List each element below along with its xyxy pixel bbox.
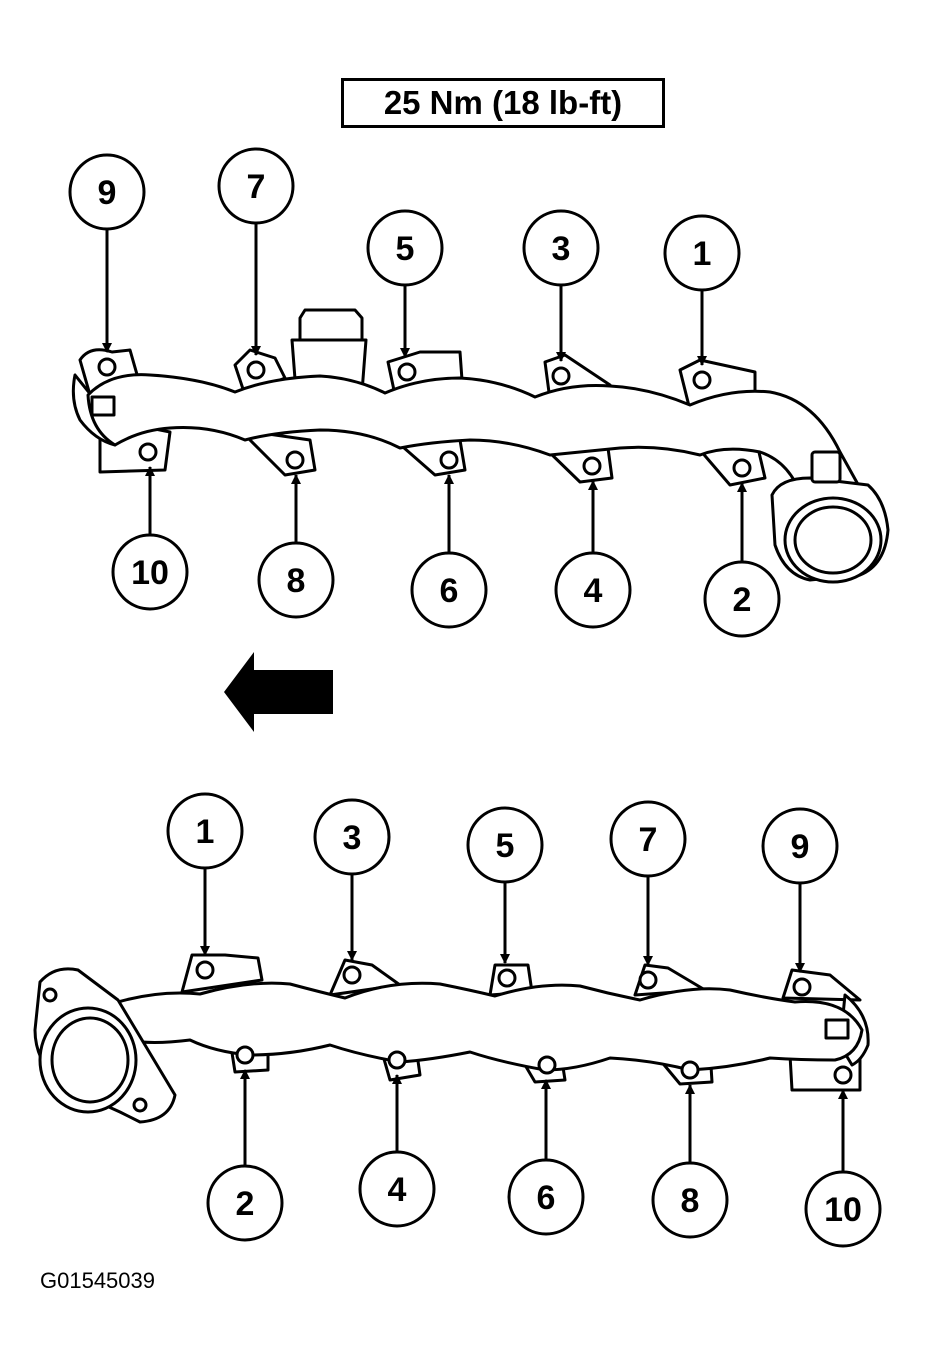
top-callout-numbers: 9 7 5 3 1 10 8 6 4 2 <box>98 168 752 619</box>
top-callout-2: 2 <box>733 581 752 619</box>
bottom-callout-1: 1 <box>196 813 215 851</box>
bottom-callout-9: 9 <box>791 828 810 866</box>
left-arrow-icon <box>224 652 333 732</box>
bottom-callout-2: 2 <box>236 1185 255 1223</box>
top-callout-6: 6 <box>440 572 459 610</box>
top-bolt-holes <box>97 357 752 478</box>
bottom-callout-7: 7 <box>639 821 658 859</box>
top-callout-circles <box>68 147 781 638</box>
top-callout-4: 4 <box>584 572 603 610</box>
bottom-callout-5: 5 <box>496 827 515 865</box>
bottom-callout-4: 4 <box>388 1171 407 1209</box>
bottom-bolt-holes <box>42 960 853 1113</box>
top-callout-9: 9 <box>98 174 117 212</box>
top-callout-8: 8 <box>287 562 306 600</box>
top-manifold <box>71 308 890 584</box>
bottom-callout-circles <box>166 792 882 1248</box>
bottom-callout-10: 10 <box>824 1191 862 1229</box>
bottom-callout-8: 8 <box>681 1182 700 1220</box>
torque-spec-label: 25 Nm (18 lb-ft) <box>341 78 665 128</box>
bottom-manifold <box>33 953 870 1124</box>
bottom-callout-6: 6 <box>537 1179 556 1217</box>
top-callout-arrows <box>102 223 747 562</box>
figure-id-label: G01545039 <box>40 1268 155 1293</box>
top-callout-7: 7 <box>247 168 266 206</box>
top-callout-3: 3 <box>552 230 571 268</box>
top-callout-1: 1 <box>693 235 712 273</box>
bottom-callout-arrows <box>200 868 848 1172</box>
top-callout-5: 5 <box>396 230 415 268</box>
bottom-callout-3: 3 <box>343 819 362 857</box>
top-callout-10: 10 <box>131 554 169 592</box>
bottom-callout-numbers: 1 3 5 7 9 2 4 6 8 10 <box>196 813 862 1229</box>
